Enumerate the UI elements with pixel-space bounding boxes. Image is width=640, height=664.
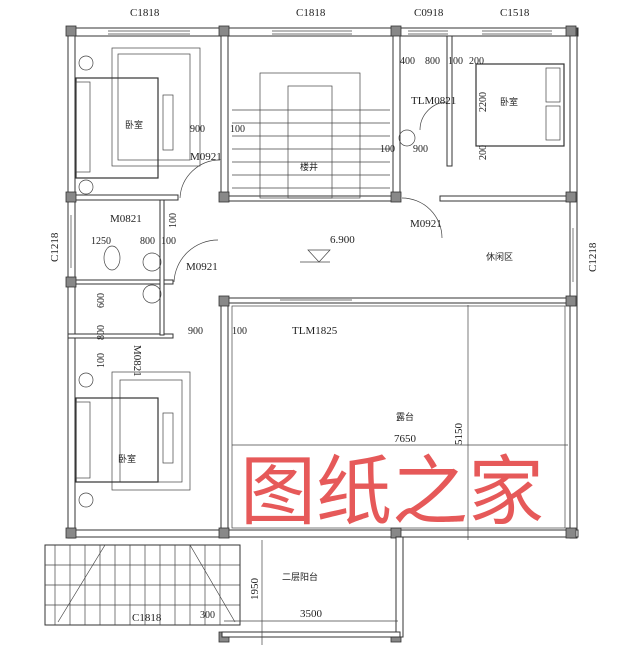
room-label: 休闲区	[486, 251, 513, 263]
door-label: M0921	[410, 218, 442, 230]
room-label: 二层阳台	[282, 571, 318, 583]
dimension: 800	[425, 56, 440, 67]
room-label: 楼井	[300, 161, 318, 173]
room-label: 卧室	[118, 453, 136, 465]
dimension: 800	[96, 325, 107, 340]
balcony	[221, 536, 404, 645]
window-label: C1818	[132, 612, 162, 624]
dimension: 1250	[91, 236, 111, 247]
window-label: C1818	[130, 7, 160, 19]
dimension: 100	[168, 213, 179, 228]
room-label: 露台	[396, 411, 414, 423]
dimension: 100	[230, 124, 245, 135]
dimension: 400	[400, 56, 415, 67]
door-label: TLM1825	[292, 325, 338, 337]
elevation-label: 6.900	[330, 234, 355, 246]
door-label: M0821	[131, 345, 143, 377]
dimension: 2200	[478, 92, 489, 112]
dimension: 5150	[453, 423, 465, 446]
dimension: 3500	[300, 608, 323, 620]
window-label: C1218	[587, 242, 599, 272]
watermark: 图纸之家	[240, 447, 544, 536]
dimension: 600	[96, 293, 107, 308]
dimension: 100	[232, 326, 247, 337]
dimension: 900	[413, 144, 428, 155]
roof-tiles	[44, 544, 241, 626]
bed-icon	[398, 63, 565, 147]
window-label: C1518	[500, 7, 530, 19]
dimension: 100	[96, 353, 107, 368]
door-label: M0921	[186, 261, 218, 273]
dimension: 900	[188, 326, 203, 337]
window-label: C1218	[49, 232, 61, 262]
dimension: 100	[448, 56, 463, 67]
window-label: C1818	[296, 7, 326, 19]
door-swings	[173, 101, 449, 283]
toilet-icon	[103, 245, 162, 304]
bed-icon	[75, 47, 201, 195]
bed-icon	[75, 371, 191, 508]
door-label: M0821	[110, 213, 142, 225]
window-label: C0918	[414, 7, 444, 19]
dimension: 7650	[394, 433, 417, 445]
door-label: M0921	[190, 151, 222, 163]
dimension: 800	[140, 236, 155, 247]
dimension: 900	[190, 124, 205, 135]
dimension: 1950	[249, 578, 261, 601]
dimension: 300	[200, 610, 215, 621]
dimension: 100	[161, 236, 176, 247]
window-marks	[70, 30, 574, 301]
terrace	[231, 249, 568, 540]
dimension: 200	[469, 56, 484, 67]
dimension-labels: 900 100 1250 800 100 100 400 800 100 200…	[91, 56, 489, 621]
dimension: 100	[380, 144, 395, 155]
room-label: 卧室	[500, 96, 518, 108]
room-label: 卧室	[125, 119, 143, 131]
door-label: TLM0821	[411, 95, 456, 107]
dimension: 200	[478, 145, 489, 160]
stairs	[232, 72, 390, 199]
